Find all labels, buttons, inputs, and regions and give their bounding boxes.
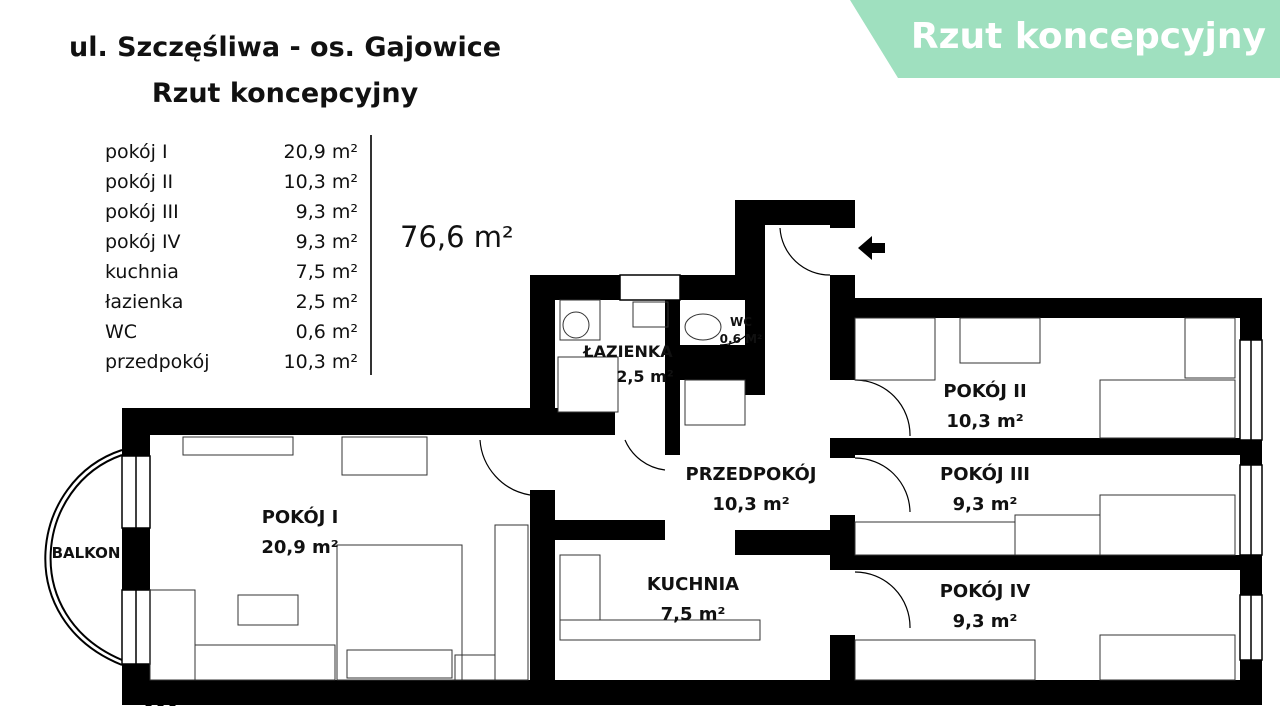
room-area: 0,6 m² bbox=[295, 321, 358, 343]
pokoj1-area: 20,9 m² bbox=[261, 537, 338, 558]
room-area: 9,3 m² bbox=[295, 201, 358, 223]
room-name: pokój I bbox=[105, 141, 168, 163]
banner-title: Rzut koncepcyjny bbox=[910, 16, 1266, 57]
kuchnia-area: 7,5 m² bbox=[661, 604, 726, 625]
area-row: przedpokój 10,3 m² bbox=[105, 347, 358, 377]
balcony bbox=[44, 449, 123, 666]
przedpokoj-label: PRZEDPOKÓJ bbox=[686, 463, 817, 485]
room-name: kuchnia bbox=[105, 261, 179, 283]
kuchnia-label: KUCHNIA bbox=[647, 574, 739, 595]
area-row: pokój II 10,3 m² bbox=[105, 167, 358, 197]
balkon-label: BALKON bbox=[52, 544, 121, 562]
area-row: pokój III 9,3 m² bbox=[105, 197, 358, 227]
room-area: 7,5 m² bbox=[295, 261, 358, 283]
furniture bbox=[149, 299, 1236, 681]
pokoj3-area: 9,3 m² bbox=[953, 494, 1018, 515]
room-name: łazienka bbox=[105, 291, 184, 313]
area-row: łazienka 2,5 m² bbox=[105, 287, 358, 317]
lazienka-area: 2,5 m² bbox=[616, 367, 674, 386]
area-row: WC 0,6 m² bbox=[105, 317, 358, 347]
banner-background bbox=[850, 0, 1280, 78]
przedpokoj-area: 10,3 m² bbox=[712, 494, 789, 515]
pokoj4-label: POKÓJ IV bbox=[940, 580, 1031, 602]
room-area: 10,3 m² bbox=[283, 171, 358, 193]
total-area: 76,6 m² bbox=[400, 220, 514, 254]
room-area: 9,3 m² bbox=[295, 231, 358, 253]
pokoj2-label: POKÓJ II bbox=[943, 380, 1026, 402]
page-subtitle: Rzut koncepcyjny bbox=[151, 78, 419, 109]
room-name: pokój II bbox=[105, 171, 174, 193]
pokoj3-label: POKÓJ III bbox=[940, 463, 1030, 485]
room-area: 10,3 m² bbox=[283, 351, 358, 373]
walls bbox=[122, 200, 1262, 705]
room-name: pokój IV bbox=[105, 231, 181, 253]
area-table: pokój I 20,9 m² pokój II 10,3 m² pokój III… bbox=[105, 137, 358, 377]
wc-area: 0,6 M² bbox=[720, 332, 763, 346]
entrance-arrow-icon bbox=[858, 236, 885, 260]
area-row: pokój I 20,9 m² bbox=[105, 137, 358, 167]
room-name: przedpokój bbox=[105, 351, 210, 373]
windows bbox=[121, 274, 1263, 665]
room-name: WC bbox=[105, 321, 138, 343]
logo: •m bbox=[122, 675, 178, 715]
room-name: pokój III bbox=[105, 201, 179, 223]
door-swings bbox=[479, 227, 911, 629]
area-row: kuchnia 7,5 m² bbox=[105, 257, 358, 287]
area-row: pokój IV 9,3 m² bbox=[105, 227, 358, 257]
pokoj2-area: 10,3 m² bbox=[946, 411, 1023, 432]
address-title: ul. Szczęśliwa - os. Gajowice bbox=[68, 32, 502, 63]
wc-label: WC bbox=[730, 315, 752, 329]
pokoj1-label: POKÓJ I bbox=[262, 506, 339, 528]
table-divider bbox=[370, 135, 372, 375]
lazienka-label: ŁAZIENKA bbox=[582, 342, 673, 361]
room-area: 20,9 m² bbox=[283, 141, 358, 163]
pokoj4-area: 9,3 m² bbox=[953, 611, 1018, 632]
room-area: 2,5 m² bbox=[295, 291, 358, 313]
